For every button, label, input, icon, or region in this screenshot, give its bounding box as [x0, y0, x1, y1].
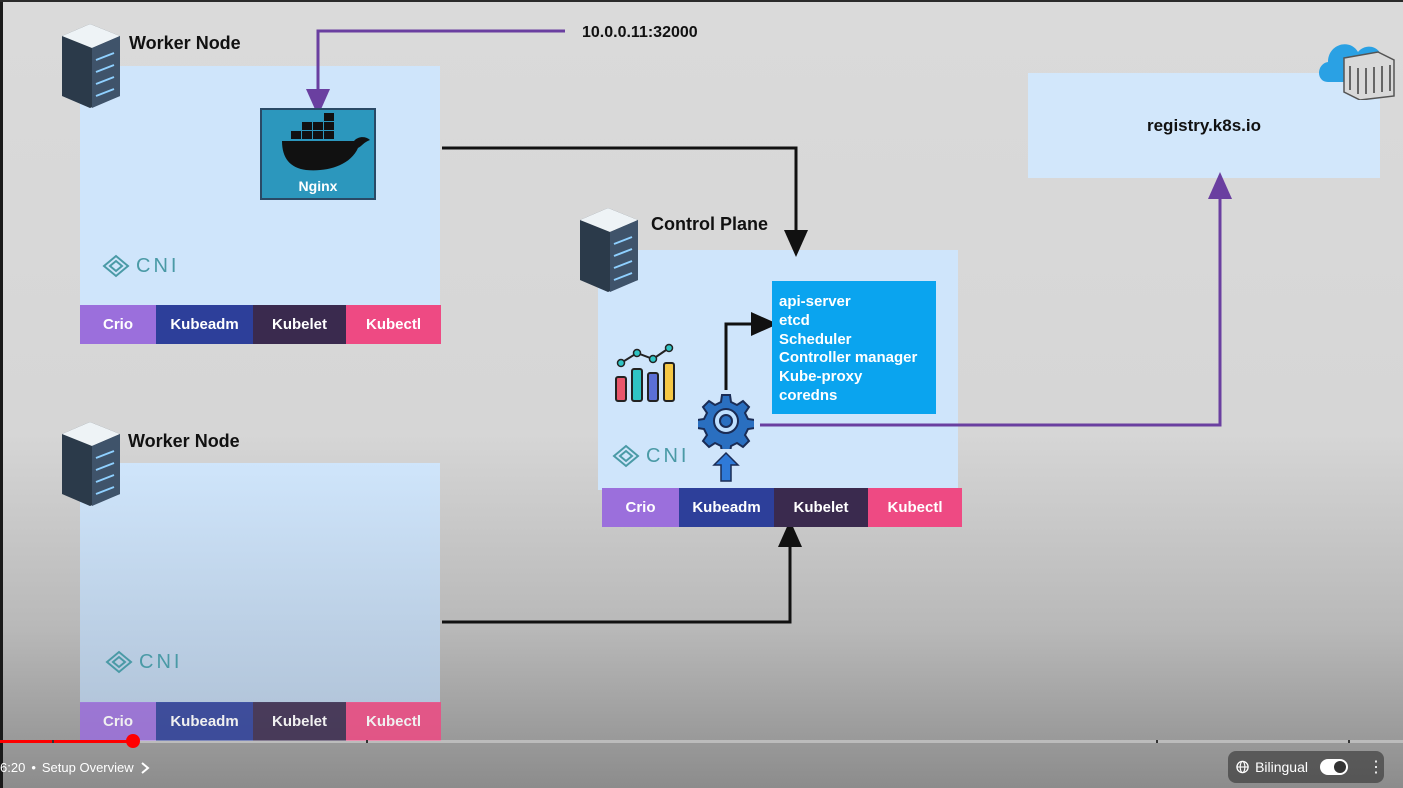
chapter-marker — [366, 740, 368, 743]
chapter-title[interactable]: Setup Overview — [41, 760, 134, 775]
cni-logo-icon — [105, 650, 133, 674]
control-to-registry-line — [760, 172, 1232, 427]
kubeadm-segment: Kubeadm — [679, 488, 774, 527]
worker-node-2-title: Worker Node — [128, 431, 240, 451]
cni-logo-icon — [612, 444, 640, 468]
kubelet-segment: Kubelet — [774, 488, 868, 527]
kubelet-segment: Kubelet — [253, 702, 346, 741]
control-plane-components: api-server etcd Scheduler Controller man… — [772, 281, 936, 414]
docker-whale-icon — [282, 113, 370, 171]
bilingual-control[interactable]: Bilingual ⋮ — [1228, 751, 1384, 783]
control-plane-cni: CNI — [612, 443, 689, 469]
crio-segment: Crio — [80, 702, 156, 741]
cni-label: CNI — [646, 444, 690, 467]
worker-node-1-bar: Crio Kubeadm Kubelet Kubectl — [80, 305, 441, 344]
kubeadm-segment: Kubeadm — [156, 305, 253, 344]
worker-node-1-cni: CNI — [102, 253, 179, 279]
registry-label: registry.k8s.io — [1146, 116, 1262, 135]
component-coredns: coredns — [779, 386, 838, 404]
server-icon — [580, 208, 638, 292]
progress-track[interactable] — [0, 740, 1403, 743]
component-scheduler: Scheduler — [779, 330, 852, 348]
more-vert-icon[interactable]: ⋮ — [1368, 759, 1384, 776]
kubeadm-segment: Kubeadm — [156, 702, 253, 741]
cni-logo-icon — [102, 254, 130, 278]
chapter-marker — [1348, 740, 1350, 743]
server-icon — [62, 422, 120, 506]
component-controller-manager: Controller manager — [779, 349, 918, 367]
component-etcd: etcd — [779, 311, 810, 329]
worker2-to-control-line — [442, 520, 802, 624]
server-icon — [62, 24, 120, 108]
worker-node-1-title: Worker Node — [129, 33, 241, 53]
chapter-marker — [1156, 740, 1158, 743]
gear-to-components-line — [724, 312, 778, 390]
kubectl-segment: Kubectl — [868, 488, 962, 527]
current-time: 6:20 — [0, 760, 26, 775]
endpoint-address: 10.0.0.11:32000 — [582, 24, 698, 41]
crio-segment: Crio — [602, 488, 679, 527]
nginx-label: Nginx — [298, 178, 338, 194]
worker-node-2-bar: Crio Kubeadm Kubelet Kubectl — [80, 702, 441, 741]
registry-box: registry.k8s.io — [1028, 73, 1380, 178]
worker-node-2-cni: CNI — [105, 649, 182, 675]
up-arrow-icon — [712, 451, 740, 482]
globe-icon — [1236, 760, 1249, 774]
endpoint-to-nginx-line — [306, 29, 565, 116]
cloud-registry-icon — [1319, 44, 1395, 100]
player-time-row: 6:20 • Setup Overview — [0, 760, 150, 775]
worker1-to-control-line — [442, 146, 808, 257]
cni-label: CNI — [139, 650, 183, 673]
progress-scrubber[interactable] — [126, 734, 140, 748]
component-kube-proxy: Kube-proxy — [779, 368, 863, 386]
control-plane-bar: Crio Kubeadm Kubelet Kubectl — [602, 488, 962, 527]
chapter-marker — [52, 740, 54, 743]
frame-edge — [0, 0, 3, 788]
kubectl-segment: Kubectl — [346, 702, 441, 741]
frame-edge-top — [0, 0, 1403, 2]
chevron-right-icon[interactable] — [140, 761, 150, 774]
progress-fill — [0, 740, 133, 743]
bilingual-toggle[interactable] — [1320, 759, 1348, 775]
control-plane-title: Control Plane — [651, 214, 769, 234]
nginx-pod: Nginx — [260, 108, 376, 200]
chart-icon — [615, 343, 675, 402]
worker-node-2-box — [80, 463, 440, 703]
gear-icon — [698, 394, 754, 449]
cni-label: CNI — [136, 254, 180, 277]
kubectl-segment: Kubectl — [346, 305, 441, 344]
kubelet-segment: Kubelet — [253, 305, 346, 344]
time-separator: • — [31, 760, 36, 775]
component-api-server: api-server — [779, 293, 851, 310]
bilingual-label: Bilingual — [1255, 759, 1308, 775]
crio-segment: Crio — [80, 305, 156, 344]
